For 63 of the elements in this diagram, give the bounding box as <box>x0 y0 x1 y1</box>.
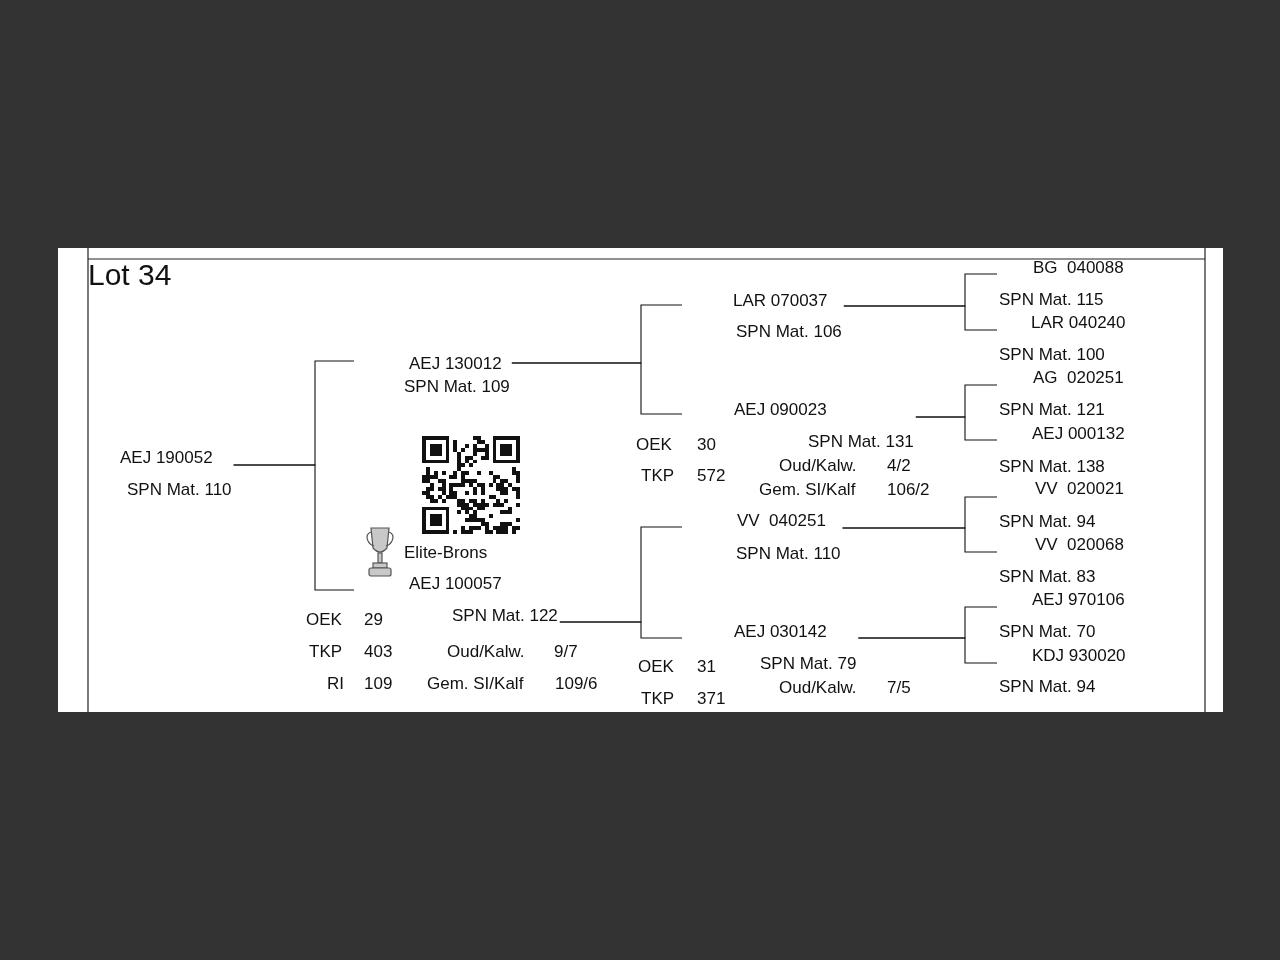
spn-mat-score: SPN Mat. 110 <box>127 480 232 500</box>
spn-mat-score: SPN Mat. 106 <box>736 322 842 342</box>
spn-mat-score: SPN Mat. 109 <box>404 377 510 397</box>
spn-mat-score: SPN Mat. 79 <box>760 654 857 674</box>
spn-mat-score: SPN Mat. 115 <box>999 290 1104 310</box>
animal-id: LAR 070037 <box>733 291 828 311</box>
spn-mat-score: SPN Mat. 70 <box>999 622 1096 642</box>
stat-value: 572 <box>697 466 726 486</box>
animal-id: LAR 040240 <box>1031 313 1126 333</box>
animal-id: AEJ 970106 <box>1032 590 1125 610</box>
stat-value: 4/2 <box>887 456 911 476</box>
animal-id: AEJ 190052 <box>120 448 213 468</box>
spn-mat-score: SPN Mat. 122 <box>452 606 558 626</box>
spn-mat-score: SPN Mat. 100 <box>999 345 1105 365</box>
stat-value: 7/5 <box>887 678 911 698</box>
spn-mat-score: SPN Mat. 138 <box>999 457 1105 477</box>
animal-id: VV 020021 <box>1035 479 1124 499</box>
pedigree-connector <box>843 305 998 331</box>
pedigree-connector <box>511 362 683 415</box>
animal-id: AEJ 000132 <box>1032 424 1125 444</box>
stat-name: OEK <box>306 610 342 630</box>
animal-id: VV 040251 <box>737 511 826 531</box>
animal-id: AEJ 130012 <box>409 354 502 374</box>
stat-name: TKP <box>641 689 675 709</box>
stat-name: Oud/Kalw. <box>779 678 857 698</box>
pedigree-connector <box>842 527 998 553</box>
spn-mat-score: SPN Mat. 83 <box>999 567 1096 587</box>
stat-name: OEK <box>638 657 674 677</box>
animal-id: AEJ 030142 <box>734 622 827 642</box>
animal-id: AG 020251 <box>1033 368 1124 388</box>
stat-name: TKP <box>641 466 675 486</box>
stat-value: 371 <box>697 689 726 709</box>
pedigree-connector <box>559 621 683 639</box>
stat-value: 29 <box>364 610 383 630</box>
spn-mat-score: SPN Mat. 94 <box>999 512 1096 532</box>
animal-id: VV 020068 <box>1035 535 1124 555</box>
pedigree-connector <box>915 416 998 441</box>
stat-value: 109 <box>364 674 393 694</box>
lot-title: Lot 34 <box>88 260 172 290</box>
stat-name: Gem. SI/Kalf <box>427 674 524 694</box>
stat-name: TKP <box>309 642 343 662</box>
stat-value: 30 <box>697 435 716 455</box>
spn-mat-score: SPN Mat. 110 <box>736 544 841 564</box>
stat-name: Oud/Kalw. <box>447 642 525 662</box>
award-label: Elite-Brons <box>404 543 488 563</box>
stat-name: RI <box>327 674 344 694</box>
stat-name: OEK <box>636 435 672 455</box>
stat-name: Gem. SI/Kalf <box>759 480 856 500</box>
stat-value: 31 <box>697 657 716 677</box>
stat-value: 9/7 <box>554 642 578 662</box>
animal-id: AEJ 090023 <box>734 400 827 420</box>
animal-id: BG 040088 <box>1033 258 1124 278</box>
spn-mat-score: SPN Mat. 121 <box>999 400 1105 420</box>
animal-id: KDJ 930020 <box>1032 646 1126 666</box>
spn-mat-score: SPN Mat. 94 <box>999 677 1096 697</box>
pedigree-connector <box>233 464 355 591</box>
animal-id: AEJ 100057 <box>409 574 502 594</box>
stat-value: 403 <box>364 642 393 662</box>
stat-value: 106/2 <box>887 480 930 500</box>
stat-value: 109/6 <box>555 674 598 694</box>
spn-mat-score: SPN Mat. 131 <box>808 432 914 452</box>
stat-name: Oud/Kalw. <box>779 456 857 476</box>
pedigree-connector <box>857 637 998 664</box>
